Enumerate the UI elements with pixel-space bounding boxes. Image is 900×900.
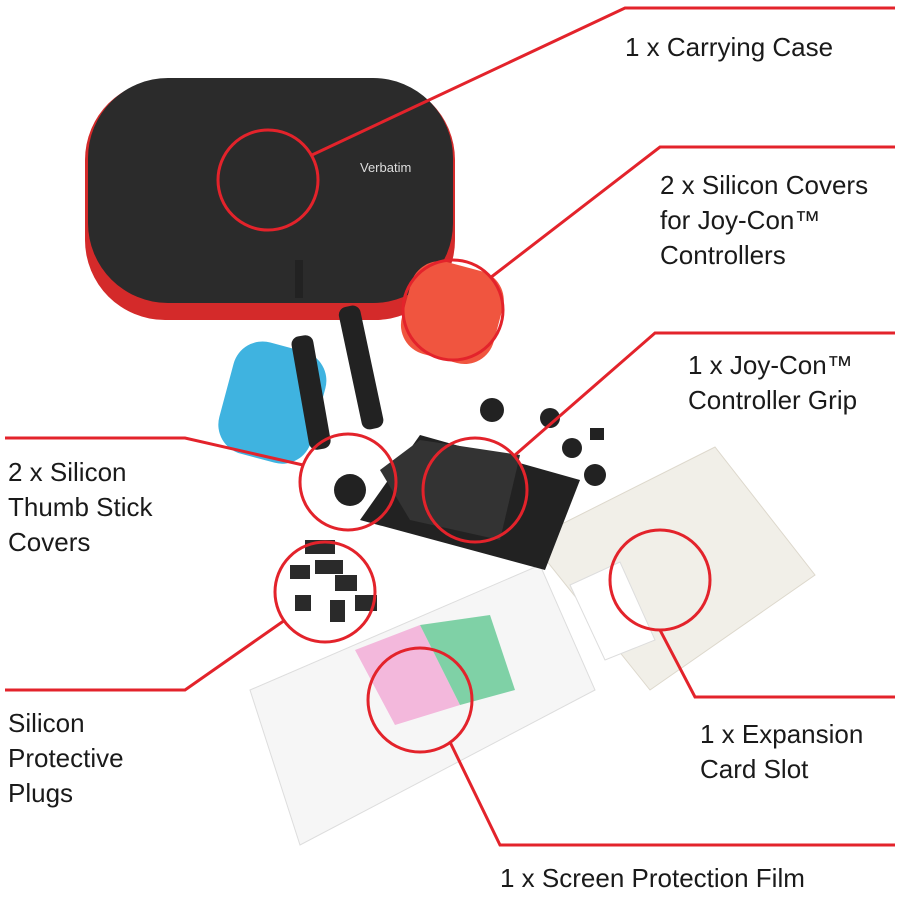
callout-label-protective-plugs: Silicon Protective Plugs <box>8 708 124 808</box>
carrying-case: Verbatim <box>85 78 455 320</box>
callout-circle-carrying-case <box>216 128 320 232</box>
callout-circle-expansion-card-slot <box>608 528 712 632</box>
callout-line-carrying-case <box>311 6 895 157</box>
callout-line-protective-plugs <box>5 618 286 692</box>
callout-label-controller-grip: 1 x Joy-Con™ Controller Grip <box>688 350 858 415</box>
callout-label-thumb-stick-covers: 2 x Silicon Thumb Stick Covers <box>8 457 153 557</box>
callout-circle-screen-protection-film <box>366 646 474 754</box>
protective-plugs <box>290 540 377 622</box>
callout-line-joycon-covers <box>489 145 895 280</box>
callout-label-joycon-covers: 2 x Silicon Covers for Joy-Con™ Controll… <box>660 170 869 270</box>
callout-line-expansion-card-slot <box>658 629 895 699</box>
callout-circle-joycon-covers <box>401 258 505 362</box>
brand-logo: Verbatim <box>360 160 411 175</box>
callout-circle-protective-plugs <box>273 540 377 644</box>
thumb-stick-caps <box>334 398 606 506</box>
callout-label-expansion-card-slot: 1 x Expansion Card Slot <box>700 719 864 784</box>
expansion-card-slot <box>529 446 816 691</box>
controller-grip <box>360 435 580 570</box>
callout-circle-thumb-stick-covers <box>298 432 398 532</box>
callout-line-controller-grip <box>514 331 895 457</box>
callout-lines <box>5 6 895 847</box>
red-joycon-cover <box>400 261 504 365</box>
screen-protection-film <box>249 564 596 846</box>
grip-rail <box>338 305 384 430</box>
callout-label-carrying-case: 1 x Carrying Case <box>625 32 834 62</box>
callout-line-thumb-stick-covers <box>5 436 304 467</box>
callout-label-screen-protection-film: 1 x Screen Protection Film <box>500 863 805 893</box>
callout-line-screen-protection-film <box>448 741 895 847</box>
grip-rail <box>291 335 331 450</box>
callout-circle-controller-grip <box>421 436 529 544</box>
